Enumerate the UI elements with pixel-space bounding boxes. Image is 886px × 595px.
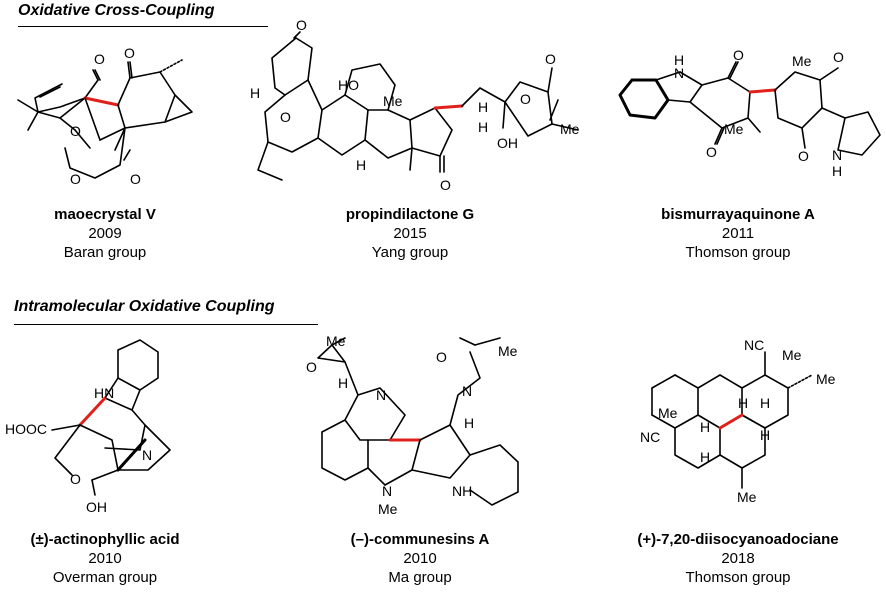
atom-label-o: O [70, 171, 81, 187]
atom-label-me: Me [737, 489, 757, 505]
atom-label-o: O [833, 49, 844, 65]
atom-label-h: H [760, 427, 770, 443]
atom-label-o: O [520, 91, 531, 107]
atom-label-hooc: HOOC [5, 421, 47, 437]
atom-label-oh: OH [497, 135, 518, 151]
caption-bismurrayaquinone-a: bismurrayaquinone A 2011 Thomson group [638, 205, 838, 262]
compound-group: Baran group [63, 244, 147, 261]
structure-bismurrayaquinone-a [618, 61, 881, 156]
caption-diisocyanoadociane: (+)-7,20-diisocyanoadociane 2018 Thomson… [618, 530, 858, 587]
atom-label-o: O [296, 17, 307, 33]
section-divider-intramolecular [14, 324, 318, 325]
atom-label-h: H [478, 119, 488, 135]
atom-label-h: H [760, 395, 770, 411]
atom-label-h: H [478, 99, 488, 115]
compound-name: (–)-communesins A [350, 531, 490, 548]
atom-label-o: O [130, 171, 141, 187]
compound-name: propindilactone G [345, 206, 475, 223]
atom-label-me: Me [782, 347, 802, 363]
caption-maoecrystal-v: maoecrystal V 2009 Baran group [5, 205, 205, 262]
atom-label-o: O [545, 51, 556, 67]
atom-label-h: H [700, 449, 710, 465]
atom-label-o: O [306, 359, 317, 375]
atom-label-o: O [124, 45, 135, 61]
atom-labels: O O O O O O O H HO Me H O H H OH O O Me … [5, 17, 844, 517]
atom-label-nc: NC [640, 429, 660, 445]
atom-label-h: H [832, 163, 842, 179]
atom-label-n: N [376, 387, 386, 403]
atom-label-ho: HO [338, 77, 359, 93]
compound-group: Yang group [371, 244, 449, 261]
structure-maoecrystal-v [17, 59, 193, 179]
atom-label-o: O [706, 144, 717, 160]
compound-year: 2009 [88, 225, 122, 242]
atom-label-nh: NH [452, 483, 472, 499]
section-divider-cross-coupling [18, 26, 268, 27]
compound-year: 2010 [88, 550, 122, 567]
atom-label-n: N [462, 383, 472, 399]
atom-label-hn: HN [94, 385, 114, 401]
atom-label-n: N [382, 483, 392, 499]
caption-actinophyllic-acid: (±)-actinophyllic acid 2010 Overman grou… [5, 530, 205, 587]
atom-label-h: H [700, 419, 710, 435]
atom-label-me: Me [816, 371, 836, 387]
compound-name: (+)-7,20-diisocyanoadociane [637, 531, 839, 548]
structure-diisocyanoadociane [651, 351, 813, 489]
compound-name: bismurrayaquinone A [661, 206, 815, 223]
section-title-intramolecular: Intramolecular Oxidative Coupling [14, 298, 275, 315]
atom-label-me: Me [560, 121, 580, 137]
compound-group: Thomson group [685, 244, 791, 261]
atom-label-h: H [674, 52, 684, 68]
atom-label-h: H [738, 395, 748, 411]
structure-propindilactone-g [257, 31, 579, 181]
structure-communesins-a [317, 337, 519, 506]
atom-label-n: N [832, 147, 842, 163]
compound-group: Overman group [52, 569, 158, 586]
compound-group: Ma group [388, 569, 452, 586]
structure-actinophyllic-acid [51, 339, 171, 496]
compound-year: 2011 [721, 225, 755, 242]
atom-label-h: H [464, 415, 474, 431]
section-title-cross-coupling: Oxidative Cross-Coupling [18, 2, 215, 19]
atom-label-o: O [436, 349, 447, 365]
atom-label-n: N [674, 65, 684, 81]
atom-label-o: O [94, 51, 105, 67]
atom-label-o: O [440, 177, 451, 193]
atom-label-h: H [250, 85, 260, 101]
atom-label-h: H [356, 157, 366, 173]
caption-communesins-a: (–)-communesins A 2010 Ma group [320, 530, 520, 587]
atom-label-o: O [70, 471, 81, 487]
atom-label-oh: OH [86, 499, 107, 515]
atom-label-h: H [338, 375, 348, 391]
compound-year: 2018 [721, 550, 755, 567]
atom-label-me: Me [724, 121, 744, 137]
caption-propindilactone-g: propindilactone G 2015 Yang group [310, 205, 510, 262]
atom-label-me: Me [383, 93, 403, 109]
atom-label-nc: NC [744, 337, 764, 353]
atom-label-me: Me [792, 53, 812, 69]
atom-label-me: Me [326, 333, 346, 349]
compound-name: (±)-actinophyllic acid [30, 531, 180, 548]
atom-label-n: N [142, 447, 152, 463]
compound-year: 2015 [393, 225, 427, 242]
atom-label-o: O [70, 123, 81, 139]
compound-name: maoecrystal V [54, 206, 156, 223]
atom-label-me: Me [658, 405, 678, 421]
atom-label-o: O [798, 148, 809, 164]
compound-year: 2010 [403, 550, 437, 567]
atom-label-o: O [733, 47, 744, 63]
atom-label-me: Me [378, 501, 398, 517]
atom-label-o: O [280, 109, 291, 125]
atom-label-me: Me [498, 343, 518, 359]
compound-group: Thomson group [685, 569, 791, 586]
